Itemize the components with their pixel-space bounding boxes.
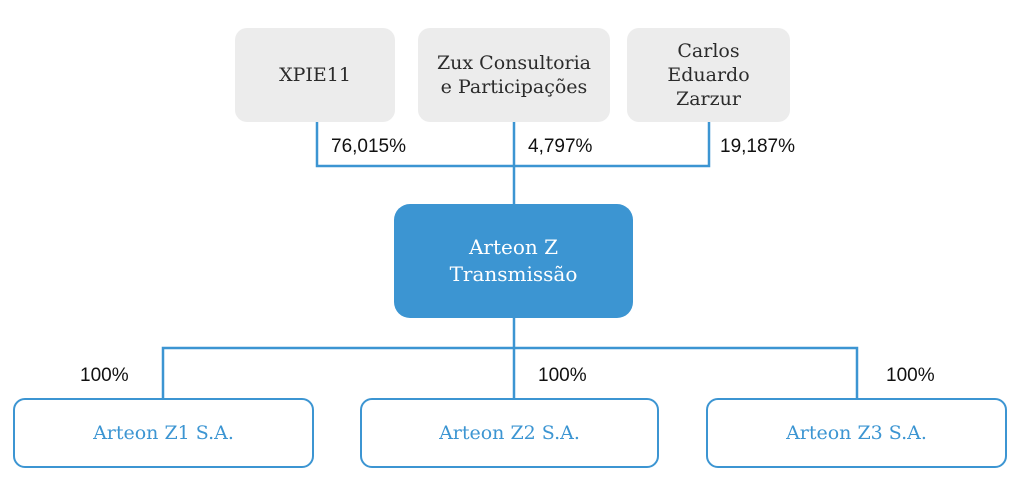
shareholder-carlos: Carlos Eduardo Zarzur	[627, 28, 790, 122]
shareholder-carlos-line-3: Zarzur	[676, 88, 741, 110]
subsidiary-z2-name: Arteon Z2 S.A.	[439, 422, 580, 444]
subsidiary-z1: Arteon Z1 S.A.	[13, 398, 314, 468]
connector-subsidiaries	[161, 346, 859, 398]
subsidiary-z2: Arteon Z2 S.A.	[360, 398, 659, 468]
shareholder-carlos-line-2: Eduardo	[667, 64, 750, 86]
share-xpie11: 76,015%	[331, 136, 407, 157]
shareholder-carlos-line-1: Carlos	[677, 40, 740, 62]
share-z3: 100%	[886, 365, 935, 386]
subsidiary-z3: Arteon Z3 S.A.	[706, 398, 1007, 468]
subsidiary-z3-name: Arteon Z3 S.A.	[786, 422, 927, 444]
shareholder-xpie11-line-1: XPIE11	[279, 64, 351, 86]
share-z1: 100%	[80, 365, 129, 386]
share-z2: 100%	[538, 365, 587, 386]
share-carlos: 19,187%	[720, 136, 796, 157]
company-arteon-z: Arteon Z Transmissão	[394, 204, 633, 318]
shareholder-xpie11: XPIE11	[235, 28, 395, 122]
subsidiary-z1-name: Arteon Z1 S.A.	[93, 422, 234, 444]
shareholder-zux-line-1: Zux Consultoria	[436, 52, 592, 74]
shareholder-zux: Zux Consultoria e Participações	[418, 28, 610, 122]
company-line-1: Arteon Z	[468, 235, 559, 259]
share-zux: 4,797%	[528, 136, 593, 157]
shareholder-zux-line-2: e Participações	[440, 76, 588, 98]
company-line-2: Transmissão	[449, 262, 578, 286]
